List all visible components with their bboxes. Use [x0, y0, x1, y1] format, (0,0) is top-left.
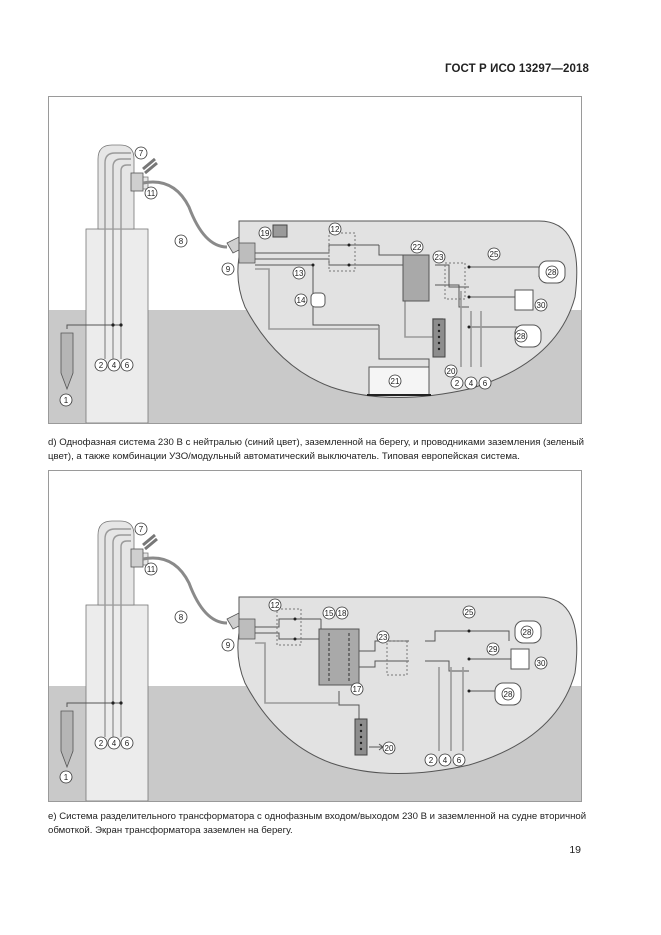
callout-25: 25 — [465, 608, 474, 617]
caption-figure-d: d) Однофазная система 230 В с нейтралью … — [48, 437, 585, 462]
transformer-15-18 — [318, 628, 360, 686]
callout-boat-2: 2 — [429, 756, 434, 765]
callout-9: 9 — [226, 265, 231, 274]
earth-rod — [60, 332, 74, 391]
callout-13: 13 — [295, 269, 304, 278]
figure-e-svg: 7 11 8 9 12 15 18 17 23 25 28 29 30 28 2… — [49, 520, 581, 801]
callout-22: 22 — [413, 243, 422, 252]
callout-15: 15 — [325, 609, 334, 618]
earth-rod — [60, 710, 74, 769]
callout-11: 11 — [147, 565, 156, 574]
shore-plug — [130, 172, 144, 192]
breaker-12 — [276, 608, 302, 646]
callouts-d: 7 11 8 9 19 12 13 14 22 23 25 28 30 28 2… — [59, 146, 559, 407]
boat-inlet — [238, 242, 256, 264]
rcd-22 — [402, 254, 430, 302]
callout-shore-4: 4 — [112, 739, 117, 748]
callouts-e: 7 11 8 9 12 15 18 17 23 25 28 29 30 28 2… — [59, 522, 548, 784]
callout-7: 7 — [139, 149, 144, 158]
callout-12: 12 — [331, 225, 340, 234]
callout-14: 14 — [297, 296, 306, 305]
callout-shore-6: 6 — [125, 361, 130, 370]
caption-figure-e: e) Система разделительного трансформатор… — [48, 811, 587, 836]
callout-17: 17 — [353, 685, 362, 694]
callout-8: 8 — [179, 237, 184, 246]
callout-23: 23 — [379, 633, 388, 642]
shore-cable — [142, 556, 228, 625]
breaker-12 — [328, 232, 356, 272]
callout-boat-6: 6 — [457, 756, 462, 765]
callout-18: 18 — [338, 609, 347, 618]
callout-8: 8 — [179, 613, 184, 622]
callout-9: 9 — [226, 641, 231, 650]
callout-20: 20 — [385, 744, 394, 753]
callout-19: 19 — [261, 229, 270, 238]
callout-boat-4: 4 — [443, 756, 448, 765]
callout-28-top: 28 — [548, 268, 557, 277]
figure-d-diagram: 7 11 8 9 19 12 13 14 22 23 25 28 30 28 2… — [48, 96, 582, 424]
callout-boat-6: 6 — [483, 379, 488, 388]
callout-shore-4: 4 — [112, 361, 117, 370]
callout-7: 7 — [139, 525, 144, 534]
callout-11: 11 — [147, 189, 156, 198]
callout-23: 23 — [435, 253, 444, 262]
figure-e-diagram: 7 11 8 9 12 15 18 17 23 25 28 29 30 28 2… — [48, 470, 582, 802]
callout-21: 21 — [391, 377, 400, 386]
shore-cable — [142, 180, 228, 249]
callout-1: 1 — [64, 396, 69, 405]
callout-1: 1 — [64, 773, 69, 782]
callout-30: 30 — [537, 301, 546, 310]
callout-boat-4: 4 — [469, 379, 474, 388]
callout-shore-2: 2 — [99, 739, 104, 748]
standard-designation: ГОСТ Р ИСО 13297—2018 — [444, 63, 589, 75]
callout-shore-2: 2 — [99, 361, 104, 370]
callout-28-top: 28 — [523, 628, 532, 637]
callout-boat-2: 2 — [455, 379, 460, 388]
meter-19 — [272, 224, 288, 238]
callout-shore-6: 6 — [125, 739, 130, 748]
callout-28-bottom: 28 — [517, 332, 526, 341]
shore-pedestal — [85, 228, 149, 423]
boat-inlet — [238, 618, 256, 640]
page-number: 19 — [569, 844, 581, 856]
callout-29: 29 — [489, 645, 498, 654]
callout-25: 25 — [490, 250, 499, 259]
callout-30: 30 — [537, 659, 546, 668]
shore-plug — [130, 548, 144, 568]
device-14 — [310, 292, 326, 308]
callout-28-bottom: 28 — [504, 690, 513, 699]
boat-hull — [237, 220, 578, 398]
breaker-23 — [386, 640, 408, 676]
callout-20: 20 — [447, 367, 456, 376]
figure-d-svg: 7 11 8 9 19 12 13 14 22 23 25 28 30 28 2… — [49, 144, 581, 423]
callout-12: 12 — [271, 601, 280, 610]
breaker-23 — [444, 262, 466, 300]
socket-30 — [510, 648, 530, 670]
socket-30 — [514, 289, 534, 311]
